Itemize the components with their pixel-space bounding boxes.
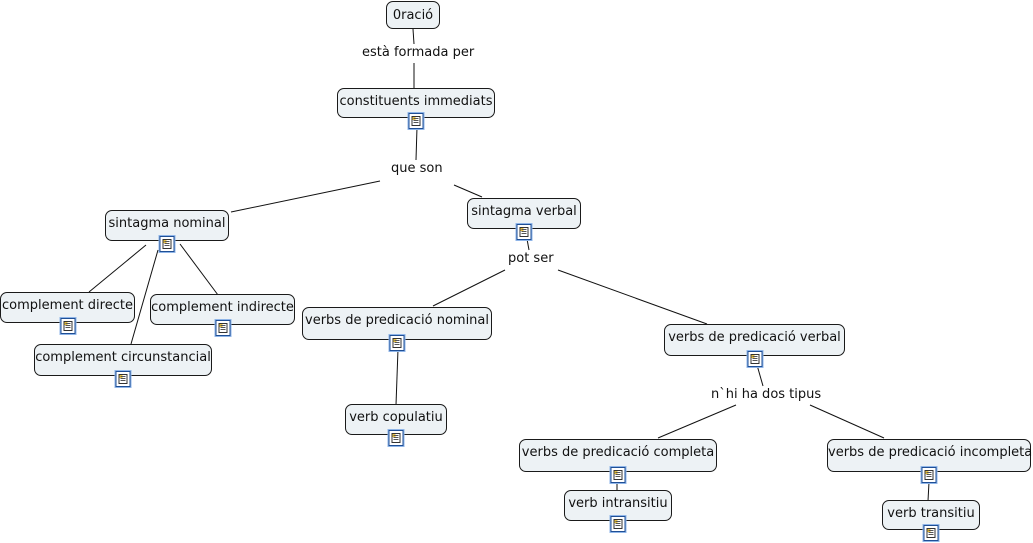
node-label: sintagma verbal <box>471 204 577 219</box>
document-icon[interactable] <box>388 430 404 446</box>
document-icon[interactable] <box>215 320 230 336</box>
node-label: complement circunstancial <box>35 350 211 365</box>
link-esta-formada-per: està formada per <box>359 45 478 61</box>
node-label: constituents immediats <box>339 94 493 109</box>
edge-potser-verbalpred <box>557 269 708 325</box>
node-verbs-predicacio-incompleta[interactable]: verbs de predicació incompleta <box>827 439 1033 483</box>
edge-tipus-incompleta <box>809 404 885 439</box>
node-verbs-predicacio-completa[interactable]: verbs de predicació completa <box>519 439 717 483</box>
node-label: 0ració <box>392 8 434 23</box>
edge-potser-nominalpred <box>432 269 506 307</box>
node-verbs-predicacio-nominal[interactable]: verbs de predicació nominal <box>302 307 492 351</box>
document-icon[interactable] <box>747 351 762 367</box>
document-icon[interactable] <box>115 371 131 387</box>
document-icon[interactable] <box>610 467 626 483</box>
node-label: verbs de predicació completa <box>521 445 715 460</box>
edge-queson-verbal <box>453 184 483 198</box>
edge-queson-nominal <box>230 180 381 213</box>
node-constituents-immediats[interactable]: constituents immediats <box>337 88 495 129</box>
node-label: verb transitiu <box>887 506 975 521</box>
node-label: verbs de predicació incompleta <box>828 445 1033 460</box>
node-complement-circunstancial[interactable]: complement circunstancial <box>34 344 212 387</box>
edge-constituents-queson <box>415 126 418 161</box>
document-icon[interactable] <box>60 318 75 334</box>
link-nhi-ha-dos-tipus: n`hi ha dos tipus <box>708 387 825 403</box>
edge-incompleta-transitiu <box>927 481 930 502</box>
document-icon[interactable] <box>516 224 532 240</box>
document-icon[interactable] <box>923 525 939 541</box>
document-icon[interactable] <box>921 467 937 483</box>
node-label: verbs de predicació nominal <box>305 313 489 328</box>
edge-nominalpred-copulatiu <box>395 348 399 406</box>
node-verb-intransitiu[interactable]: verb intransitiu <box>564 490 672 532</box>
document-icon[interactable] <box>159 236 175 252</box>
document-icon[interactable] <box>389 335 405 351</box>
document-icon[interactable] <box>408 113 424 129</box>
node-complement-directe[interactable]: complement directe <box>0 292 135 334</box>
node-verbs-predicacio-verbal[interactable]: verbs de predicació verbal <box>664 324 845 367</box>
edge-verbalpred-tipus <box>756 364 764 387</box>
node-verb-copulatiu[interactable]: verb copulatiu <box>345 404 447 446</box>
edge-nominal-directe <box>88 244 147 293</box>
document-icon[interactable] <box>610 516 626 532</box>
edge-oracio-esta <box>412 28 415 45</box>
edge-nominal-circ <box>130 249 159 345</box>
node-label: sintagma nominal <box>108 216 226 231</box>
node-label: verb copulatiu <box>349 410 443 425</box>
link-que-son: que son <box>388 161 446 177</box>
node-label: complement indirecte <box>151 300 294 315</box>
node-label: complement directe <box>2 298 133 313</box>
node-label: verbs de predicació verbal <box>668 330 841 345</box>
edge-nominal-indirecte <box>179 243 219 296</box>
node-label: verb intransitiu <box>568 496 668 511</box>
link-pot-ser: pot ser <box>505 251 557 267</box>
node-sintagma-nominal[interactable]: sintagma nominal <box>105 210 229 252</box>
node-complement-indirecte[interactable]: complement indirecte <box>150 294 295 336</box>
node-verb-transitiu[interactable]: verb transitiu <box>882 500 980 541</box>
node-oracio[interactable]: 0ració <box>386 1 440 29</box>
edge-tipus-completa <box>657 404 737 439</box>
edge-verbal-potser <box>526 238 530 251</box>
node-sintagma-verbal[interactable]: sintagma verbal <box>467 198 581 240</box>
